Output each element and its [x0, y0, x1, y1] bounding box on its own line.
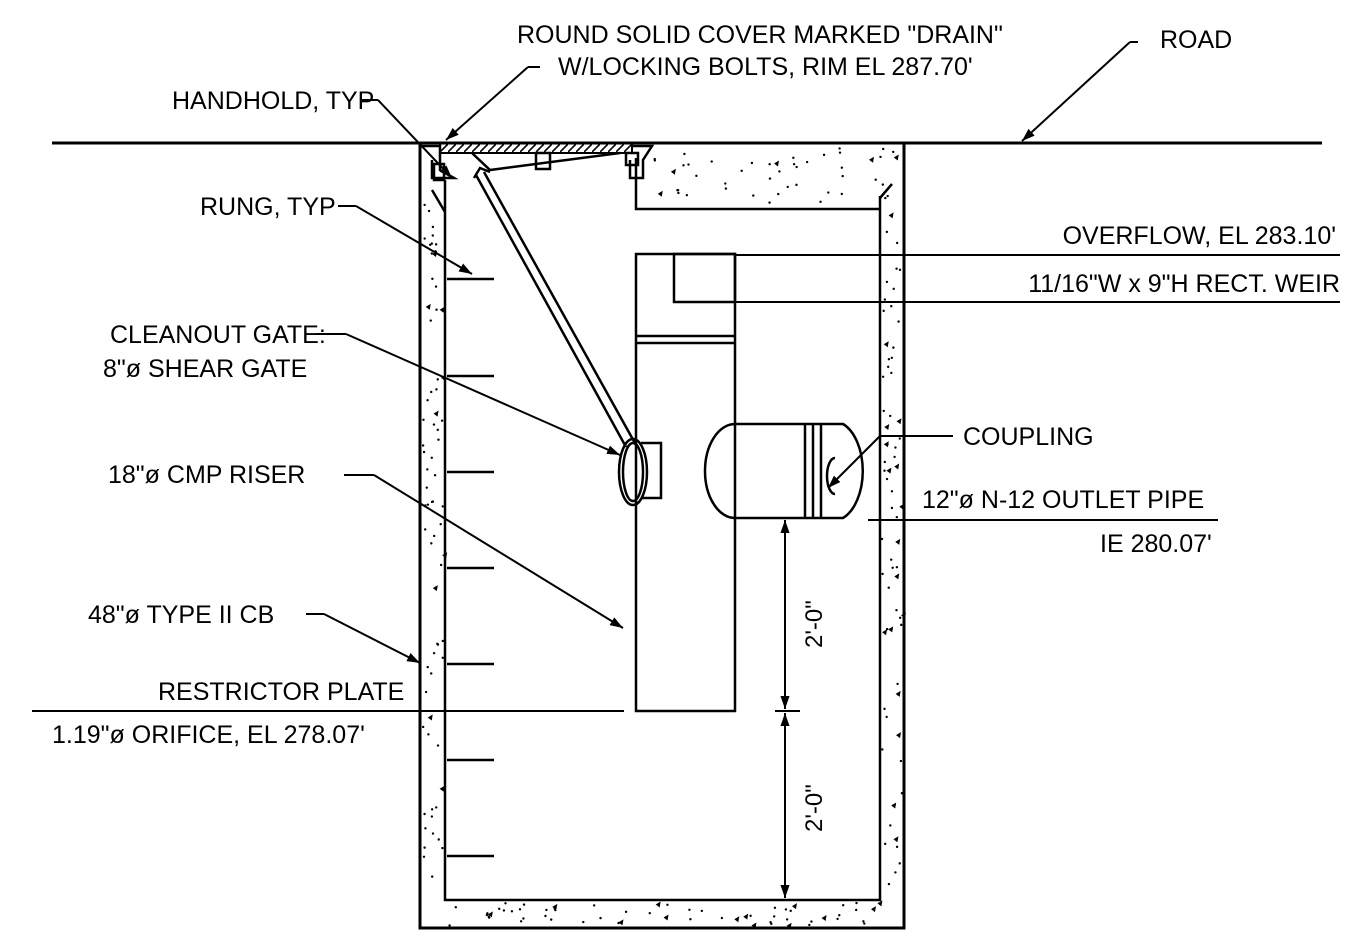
label-restrictor-line2: 1.19"ø ORIFICE, EL 278.07' — [52, 721, 365, 749]
label-rung: RUNG, TYP — [200, 193, 336, 221]
leader-lines — [32, 41, 1340, 712]
label-cleanout-line1: CLEANOUT GATE: — [110, 321, 326, 349]
label-handhold: HANDHOLD, TYP — [172, 87, 374, 115]
frame-and-cover — [422, 142, 655, 182]
label-overflow: OVERFLOW, EL 283.10' — [1063, 222, 1336, 250]
label-road: ROAD — [1160, 26, 1232, 54]
dimension-lines — [775, 520, 800, 898]
label-outlet-line1: 12"ø N-12 OUTLET PIPE — [922, 486, 1204, 514]
catch-basin-walls — [418, 143, 906, 930]
label-cb: 48"ø TYPE II CB — [88, 601, 274, 629]
label-cover-line2: W/LOCKING BOLTS, RIM EL 287.70' — [558, 53, 973, 81]
label-restrictor-line1: RESTRICTOR PLATE — [158, 678, 404, 706]
label-outlet-line2: IE 280.07' — [1100, 530, 1212, 558]
rect-weir — [672, 252, 737, 304]
concrete-stipple — [421, 147, 906, 929]
label-riser: 18"ø CMP RISER — [108, 461, 305, 489]
label-dim-lower: 2'-0" — [801, 784, 828, 832]
label-coupling: COUPLING — [963, 423, 1094, 451]
rungs — [447, 277, 494, 858]
outlet-pipe — [703, 422, 864, 520]
label-weir: 11/16"W x 9"H RECT. WEIR — [1028, 270, 1340, 298]
annotations: ROUND SOLID COVER MARKED "DRAIN" W/LOCKI… — [52, 21, 1340, 832]
label-cover-line1: ROUND SOLID COVER MARKED "DRAIN" — [517, 21, 1003, 49]
label-dim-upper: 2'-0" — [801, 600, 828, 648]
cover-hatch — [439, 142, 633, 154]
cmp-riser — [634, 252, 737, 713]
cleanout-gate — [472, 166, 663, 507]
label-cleanout-line2: 8"ø SHEAR GATE — [103, 355, 307, 383]
